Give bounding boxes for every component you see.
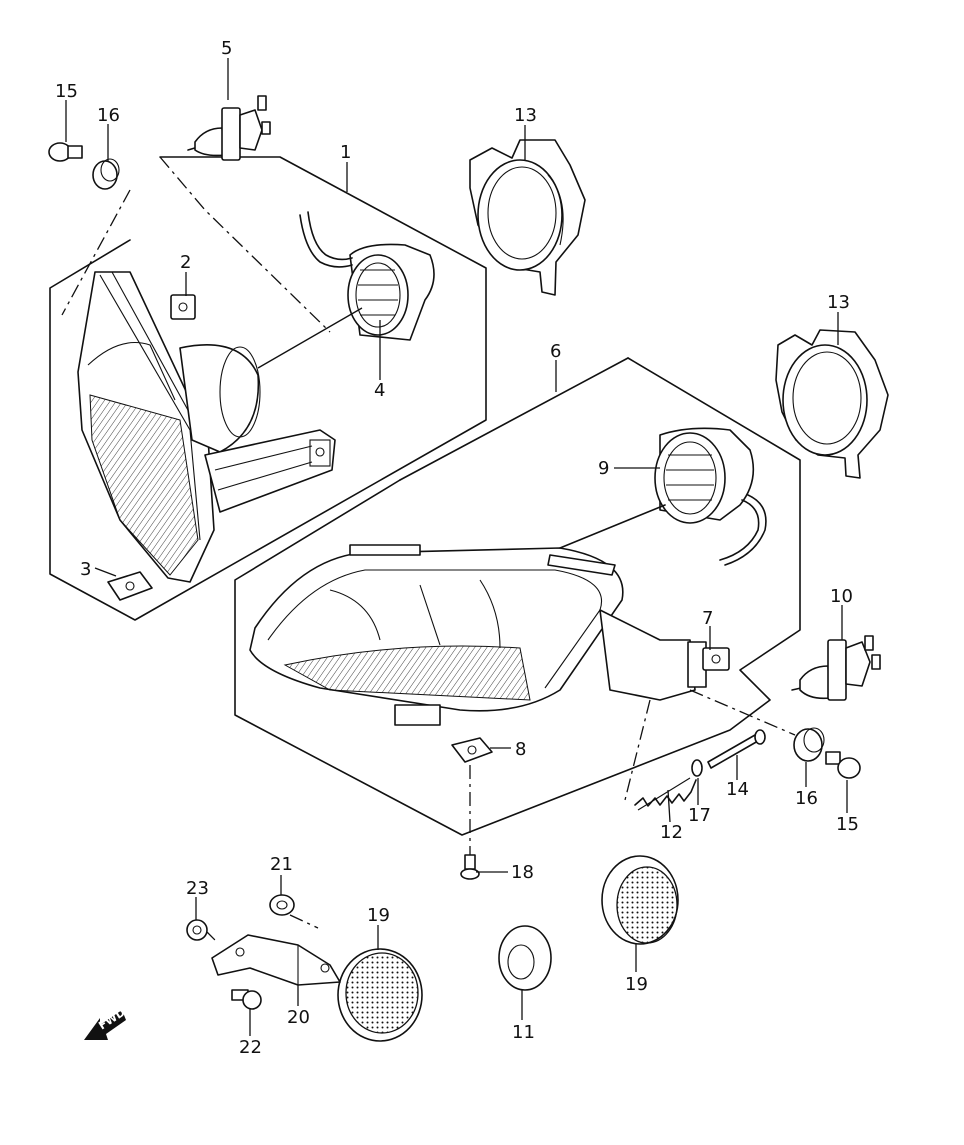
- callout-5: 5: [221, 38, 232, 59]
- screw-part-14: [707, 729, 766, 769]
- callout-7: 7: [702, 608, 713, 629]
- reflector-part-19-left: [337, 948, 423, 1042]
- clip-part-2: [170, 294, 196, 320]
- callout-18: 18: [511, 862, 534, 883]
- nut-part-21: [269, 894, 295, 916]
- clip-part-7: [702, 647, 730, 671]
- callout-16-right: 16: [795, 788, 818, 809]
- right-assembly-outline: [234, 357, 801, 836]
- screw-part-15-left: [48, 142, 83, 162]
- callout-2: 2: [180, 252, 191, 273]
- callout-6: 6: [550, 341, 561, 362]
- callout-22: 22: [239, 1037, 262, 1058]
- callout-15-left: 15: [55, 81, 78, 102]
- callout-13-right: 13: [827, 292, 850, 313]
- grommet-part-16-left: [92, 158, 120, 190]
- callout-3: 3: [80, 559, 91, 580]
- callout-8: 8: [515, 739, 526, 760]
- callout-20: 20: [287, 1007, 310, 1028]
- clip-part-8: [451, 737, 493, 763]
- callout-13-top: 13: [514, 105, 537, 126]
- callout-19-right: 19: [625, 974, 648, 995]
- washer-part-17: [691, 759, 703, 777]
- callout-10: 10: [830, 586, 853, 607]
- bulb-part-5: [187, 95, 271, 161]
- callout-17: 17: [688, 805, 711, 826]
- callout-12: 12: [660, 822, 683, 843]
- grommet-part-16-right: [793, 727, 825, 762]
- callout-9: 9: [598, 458, 609, 479]
- reflector-part-19-right: [601, 855, 679, 945]
- bracket-part-20: [211, 934, 341, 986]
- bulb-part-10: [791, 635, 881, 701]
- right-headlamp-group: [234, 357, 801, 855]
- left-assembly-outline: [49, 156, 487, 621]
- callout-19-left: 19: [367, 905, 390, 926]
- leader-lines: [65, 58, 848, 1036]
- clip-part-3: [107, 571, 153, 601]
- grommet-part-11: [498, 925, 552, 991]
- callout-15-right: 15: [836, 814, 859, 835]
- callout-labels: 1 2 3 4 5 6 7 8 9 10 11 12 13 13 14 15 1…: [55, 38, 859, 1058]
- callout-23: 23: [186, 878, 209, 899]
- left-headlamp-group: [49, 156, 487, 621]
- callout-21: 21: [270, 854, 293, 875]
- callout-4: 4: [374, 380, 385, 401]
- callout-1: 1: [340, 142, 351, 163]
- forward-arrow-icon: FWD: [84, 1006, 128, 1040]
- callout-11: 11: [512, 1022, 535, 1043]
- callout-16-left: 16: [97, 105, 120, 126]
- retainer-ring-part-13-top: [469, 139, 586, 296]
- screw-part-15-right: [825, 751, 861, 779]
- nut-part-23: [186, 919, 208, 941]
- screw-part-18: [460, 854, 480, 880]
- callout-14: 14: [726, 779, 749, 800]
- bolt-part-22: [231, 989, 262, 1010]
- spring-part-12: [634, 777, 697, 811]
- retainer-ring-part-13-right: [775, 329, 889, 479]
